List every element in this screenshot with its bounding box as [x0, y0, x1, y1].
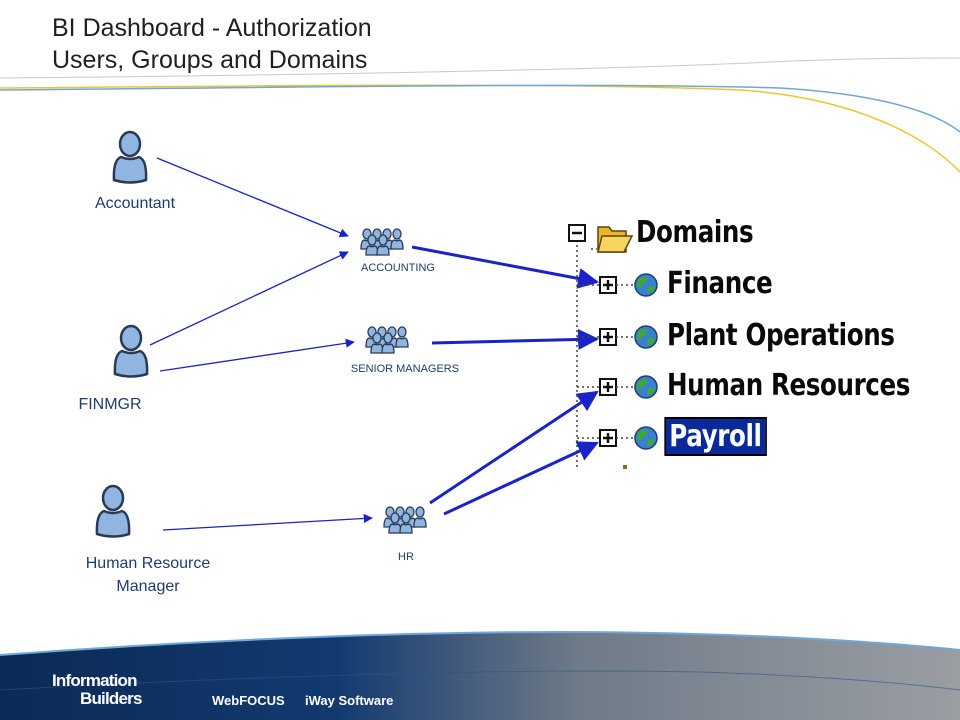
product-webfocus: WebFOCUS [212, 693, 285, 708]
arrow-senior-managers-to-plant-operations [431, 328, 600, 350]
brand-line2: Builders [80, 689, 142, 708]
hr-manager-person-icon [95, 484, 131, 538]
tree-item-payroll[interactable]: Payroll [664, 417, 767, 456]
group-label-accounting: ACCOUNTING [361, 262, 435, 274]
tree-row-plant-operations[interactable] [577, 325, 658, 349]
collapse-icon[interactable] [568, 224, 586, 242]
arrow-hr-to-human-resources [429, 390, 599, 505]
tree-row-human-resources[interactable] [577, 375, 658, 399]
user-label-accountant: Accountant [94, 195, 176, 212]
slide-subtitle: Users, Groups and Domains [52, 46, 368, 74]
arrow-accountant-to-accounting [156, 157, 349, 238]
header-decoration [0, 57, 960, 173]
senior-managers-group-icon [366, 327, 408, 353]
arrow-hr-manager-to-hr [162, 513, 373, 531]
arrow-hr-to-payroll [443, 441, 599, 516]
tree-item-human-resources[interactable]: Human Resources [667, 368, 910, 403]
accounting-group-icon [361, 229, 403, 255]
group-label-hr: HR [398, 551, 414, 563]
connections [149, 157, 600, 531]
slide-title: BI Dashboard - Authorization [52, 14, 372, 42]
finmgr-person-icon [113, 324, 149, 378]
globe-icon [634, 273, 658, 297]
tree-item-finance[interactable]: Finance [667, 266, 773, 301]
domains-tree [568, 224, 658, 469]
arrow-finmgr-to-senior-managers [159, 338, 355, 372]
arrow-finmgr-to-accounting [149, 251, 349, 346]
user-label-hr-manager-line1: Human Resource [85, 555, 211, 572]
group-label-senior-managers: SENIOR MANAGERS [350, 363, 460, 375]
user-label-hr-manager-line2: Manager [116, 578, 180, 595]
tree-root-label[interactable]: Domains [636, 215, 754, 250]
user-label-finmgr: FINMGR [78, 396, 142, 413]
globe-icon [634, 325, 658, 349]
open-folder-icon [597, 226, 634, 253]
accountant-person-icon [112, 130, 148, 184]
tree-row-finance[interactable] [577, 273, 658, 297]
globe-icon [634, 375, 658, 399]
footer-band [0, 630, 960, 720]
globe-icon [634, 426, 658, 450]
tree-item-plant-operations[interactable]: Plant Operations [667, 318, 895, 353]
tree-row-payroll[interactable] [577, 426, 658, 450]
hr-group-icon [384, 507, 426, 533]
product-iway-software: iWay Software [305, 693, 394, 708]
brand-line1: Information [52, 671, 138, 690]
arrow-accounting-to-finance [411, 245, 600, 289]
